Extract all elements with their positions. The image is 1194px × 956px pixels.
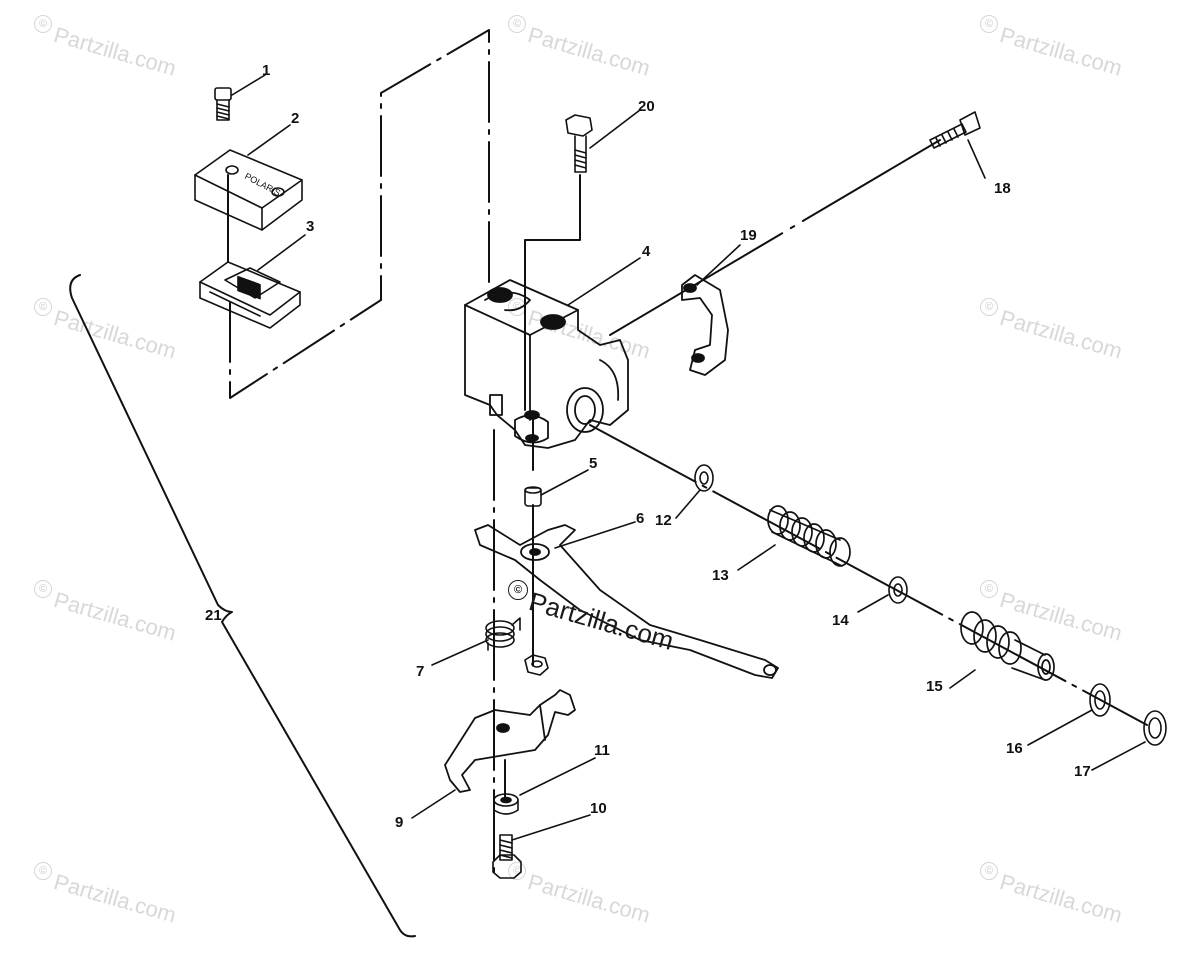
part-16-cup — [1089, 683, 1111, 717]
part-11-washer — [493, 793, 519, 815]
callout-4: 4 — [642, 243, 651, 260]
part-4-master-cylinder-body — [464, 279, 629, 449]
svg-text:POLARIS: POLARIS — [243, 171, 282, 198]
part-18-clamp-screw — [929, 111, 981, 149]
callout-14: 14 — [832, 612, 849, 629]
callout-5: 5 — [589, 455, 598, 472]
callout-11: 11 — [594, 742, 610, 759]
part-15-piston — [960, 611, 1055, 681]
copyright-icon: © — [980, 15, 998, 33]
leader-lines — [231, 74, 1146, 841]
callout-18: 18 — [994, 180, 1011, 197]
part-3-diaphragm — [199, 261, 301, 329]
part-2-reservoir-cap: POLARIS — [194, 149, 303, 231]
copyright-icon: © — [34, 298, 52, 316]
callout-9: 9 — [395, 814, 404, 831]
copyright-icon: © — [980, 862, 998, 880]
callout-2: 2 — [291, 110, 300, 127]
callout-1: 1 — [262, 62, 271, 79]
part-9-switch-bracket — [444, 689, 576, 793]
callout-7: 7 — [416, 663, 425, 680]
callout-12: 12 — [655, 512, 672, 529]
part-20-bolt — [565, 114, 593, 173]
copyright-icon: © — [508, 580, 528, 600]
callout-6: 6 — [636, 510, 645, 527]
callout-15: 15 — [926, 678, 943, 695]
callout-21: 21 — [205, 607, 222, 624]
callout-10: 10 — [590, 800, 607, 817]
copyright-icon: © — [508, 862, 526, 880]
part-17-washer — [1143, 710, 1167, 746]
part-13-spring — [767, 505, 851, 567]
copyright-icon: © — [980, 580, 998, 598]
part-1-screw — [214, 87, 232, 121]
callout-3: 3 — [306, 218, 315, 235]
copyright-icon: © — [34, 15, 52, 33]
callout-17: 17 — [1074, 763, 1091, 780]
callout-16: 16 — [1006, 740, 1023, 757]
copyright-icon: © — [34, 580, 52, 598]
part-14-washer — [888, 576, 908, 604]
part-6-brake-lever — [474, 524, 779, 679]
part-19-clamp — [681, 274, 729, 376]
lever-nut — [524, 654, 549, 676]
copyright-icon: © — [34, 862, 52, 880]
callout-19: 19 — [740, 227, 757, 244]
part-12-washer — [694, 464, 714, 492]
part-7-torsion-spring — [485, 617, 521, 651]
callout-20: 20 — [638, 98, 655, 115]
copyright-icon: © — [980, 298, 998, 316]
copyright-icon: © — [508, 15, 526, 33]
part-10-bolt — [492, 834, 522, 879]
assembly-bracket-21 — [69, 274, 416, 938]
part-5-bushing — [524, 486, 542, 507]
callout-13: 13 — [712, 567, 729, 584]
